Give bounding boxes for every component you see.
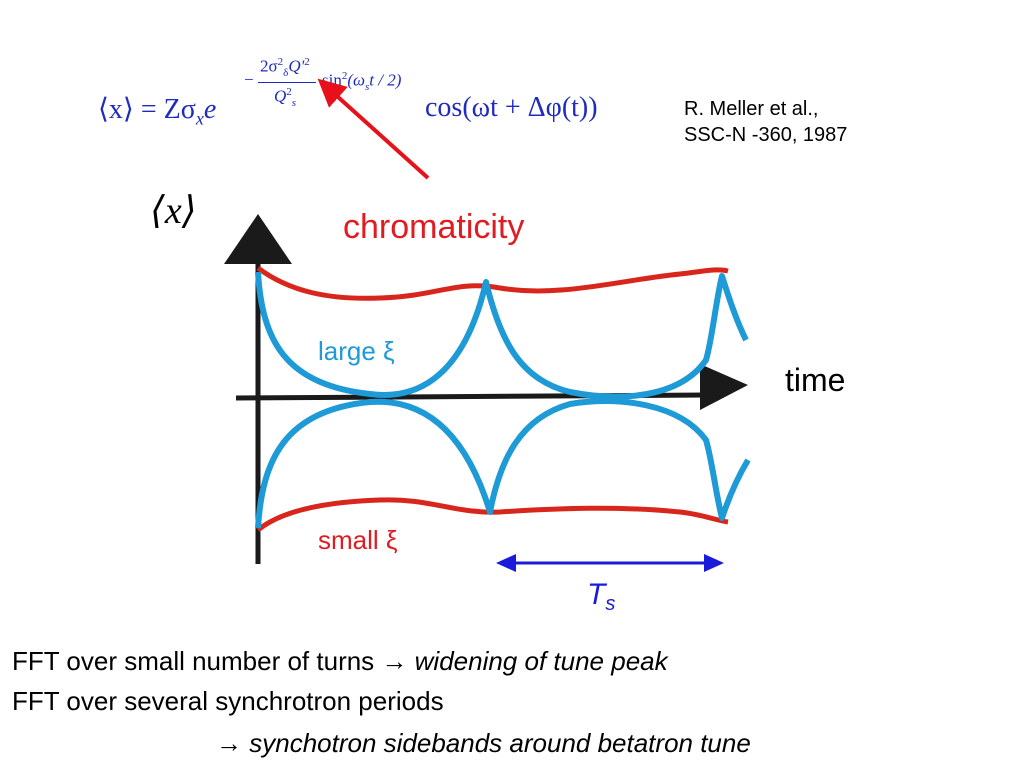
large-xi-label: large ξ: [318, 336, 395, 367]
large-xi-label-text: large ξ: [318, 336, 395, 366]
text-line-3-arrow: →: [216, 728, 250, 758]
formula-exp-num: 2σ: [260, 56, 278, 76]
period-label: Ts: [587, 578, 615, 616]
reference-line-1: R. Meller et al.,: [684, 98, 819, 120]
small-xi-upper-envelope: [256, 265, 729, 301]
formula-exp-minus: −: [244, 70, 254, 90]
period-arrow-left-head: [496, 554, 516, 572]
formula-base: e: [203, 94, 217, 125]
formula-exp-num-sub: δ: [283, 67, 289, 80]
text-line-3: → synchotron sidebands around betatron t…: [216, 728, 751, 759]
formula-exp-den-sub: s: [291, 97, 297, 110]
formula-cos: cos(ωt + Δφ(t)): [425, 92, 598, 124]
period-label-sub: s: [605, 593, 616, 615]
period-label-text: T: [587, 578, 606, 611]
text-line-1: FFT over small number of turns → widenin…: [12, 646, 668, 677]
formula-cos-text: cos(ωt + Δφ(t)): [425, 92, 598, 123]
large-xi-upper-envelope: [255, 271, 749, 400]
small-xi-lower-envelope: [256, 497, 729, 532]
formula-exp-sin-arg-rest: t / 2): [369, 70, 402, 90]
y-axis-arrowhead: [224, 214, 292, 264]
formula-exp-den-sup: 2: [286, 86, 292, 98]
formula-exp-numerator: 2σ2δQ'2: [260, 56, 310, 79]
small-xi-label-text: small ξ: [318, 525, 398, 555]
y-axis-label-text: ⟨x⟩: [150, 190, 197, 232]
y-axis-label: ⟨x⟩: [150, 188, 197, 233]
formula-exp-sin-arg: (ω: [347, 70, 366, 90]
large-xi-lower-envelope: [255, 398, 751, 529]
formula-exp-num-sup: 2: [277, 56, 284, 68]
period-arrow-right-head: [704, 554, 724, 572]
formula-exp-sin-arg-sub: s: [365, 81, 370, 94]
text-line-2-text: FFT over several synchrotron periods: [12, 686, 444, 716]
x-axis-label: time: [785, 362, 845, 399]
text-line-3-italic: synchotron sidebands around betatron tun…: [249, 728, 751, 758]
text-line-2: FFT over several synchrotron periods: [12, 686, 444, 717]
formula-lhs-sub: x: [195, 108, 204, 129]
formula-exp-den: Q: [274, 86, 287, 106]
formula-fraction-bar: [258, 82, 316, 83]
text-line-1-plain: FFT over small number of turns →: [12, 646, 415, 676]
text-line-1-italic: widening of tune peak: [414, 646, 668, 676]
x-axis-arrowhead: [700, 364, 748, 410]
formula-exp-num-q-sup: 2: [304, 56, 310, 68]
formula-exp-minus-text: −: [244, 70, 254, 89]
small-xi-label: small ξ: [318, 525, 398, 556]
x-axis-label-text: time: [785, 362, 846, 398]
formula-exp-sin-sup: 2: [341, 70, 348, 82]
reference-line-2: SSC-N -360, 1987: [684, 124, 848, 146]
chromaticity-pointer-arrow: [317, 78, 430, 180]
reference: R. Meller et al., SSC-N -360, 1987: [684, 96, 847, 148]
chromaticity-label-text: chromaticity: [343, 208, 525, 246]
chromaticity-label: chromaticity: [343, 208, 524, 247]
formula-lhs: ⟨x⟩ = Zσxe: [98, 92, 216, 130]
formula-exp-num-q: Q': [288, 56, 305, 76]
formula-exp-denominator: Q2s: [274, 86, 296, 109]
formula-lhs-text: ⟨x⟩ = Zσ: [98, 94, 196, 125]
